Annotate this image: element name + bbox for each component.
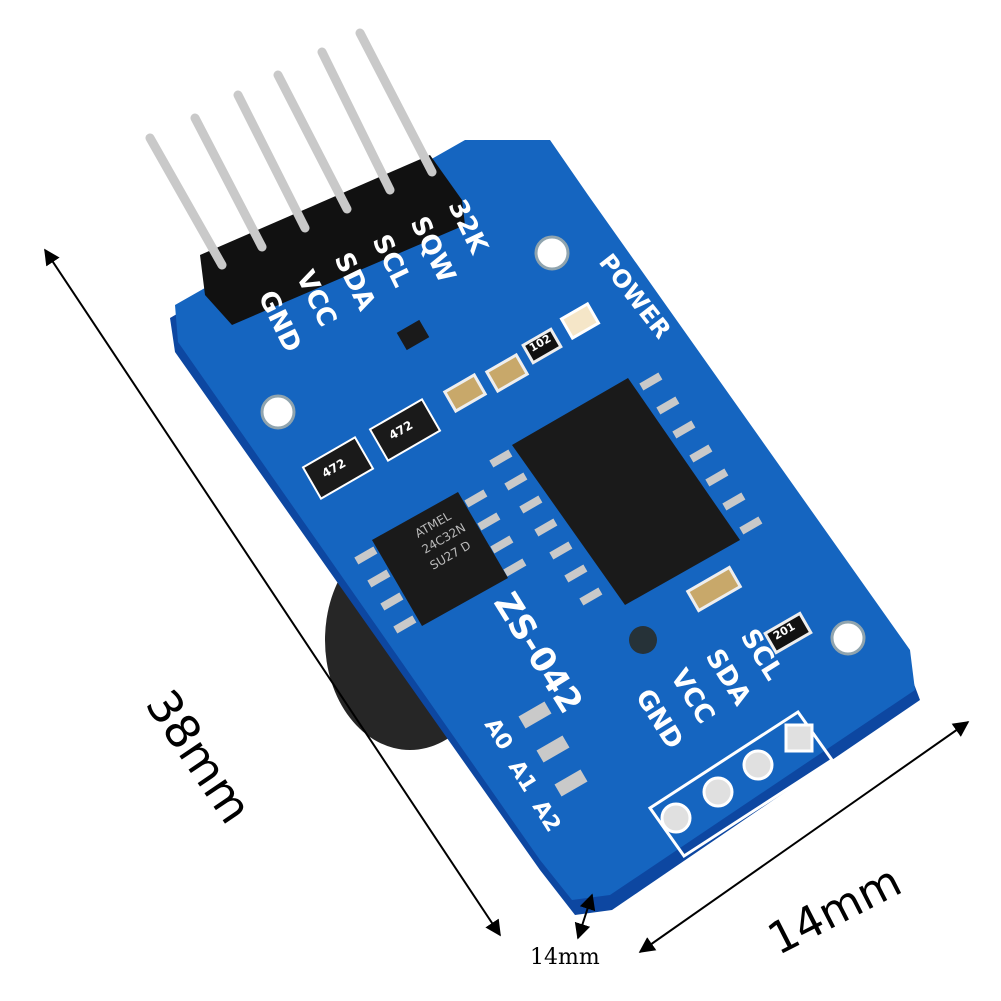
address-jumpers bbox=[518, 701, 588, 797]
mounting-hole bbox=[260, 394, 296, 430]
smd-resistor bbox=[521, 327, 563, 365]
width-dimension-line bbox=[638, 721, 970, 953]
height-dimension-label: 14mm bbox=[530, 945, 600, 970]
height-dimension-line bbox=[574, 893, 596, 940]
power-led bbox=[559, 301, 601, 341]
rtc-chip bbox=[512, 378, 740, 605]
via bbox=[629, 626, 657, 654]
smd-diode bbox=[685, 565, 743, 613]
length-dimension-line bbox=[44, 248, 501, 937]
mounting-hole bbox=[534, 235, 570, 271]
mounting-hole bbox=[830, 620, 866, 656]
smd-resistor bbox=[763, 611, 813, 655]
rtc-chip-pins bbox=[489, 372, 763, 606]
header-pins bbox=[145, 28, 437, 270]
